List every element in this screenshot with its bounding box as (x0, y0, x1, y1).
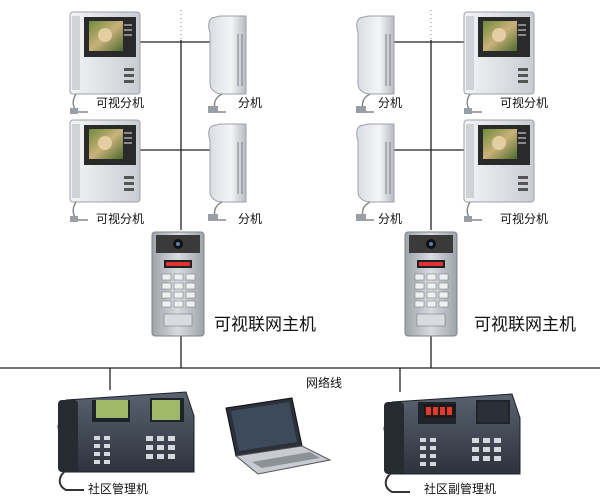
wiring (0, 40, 600, 392)
extension-label: 分机 (238, 96, 263, 110)
sub-management-unit-label: 社区副管理机 (424, 482, 497, 496)
handset-icon (355, 123, 395, 222)
laptop-icon (225, 397, 332, 475)
video-indoor-unit-label: 可视分机 (500, 212, 549, 226)
extension-label: 分机 (378, 96, 403, 110)
door-station-label: 可视联网主机 (474, 315, 576, 335)
extension-label: 分机 (238, 212, 263, 226)
network-line-label: 网络线 (306, 376, 343, 390)
video-indoor-unit-label: 可视分机 (500, 96, 549, 110)
video-monitor-icon (463, 119, 535, 223)
door-station-icon (404, 231, 458, 337)
management-unit-label: 社区管理机 (88, 482, 149, 496)
video-indoor-unit-label: 可视分机 (96, 212, 145, 226)
extension-label: 分机 (378, 212, 403, 226)
video-indoor-unit-label: 可视分机 (96, 96, 145, 110)
door-station-label: 可视联网主机 (214, 315, 316, 335)
handset-icon (207, 123, 247, 222)
door-station-icon (151, 231, 205, 337)
video-monitor-icon (69, 119, 141, 223)
